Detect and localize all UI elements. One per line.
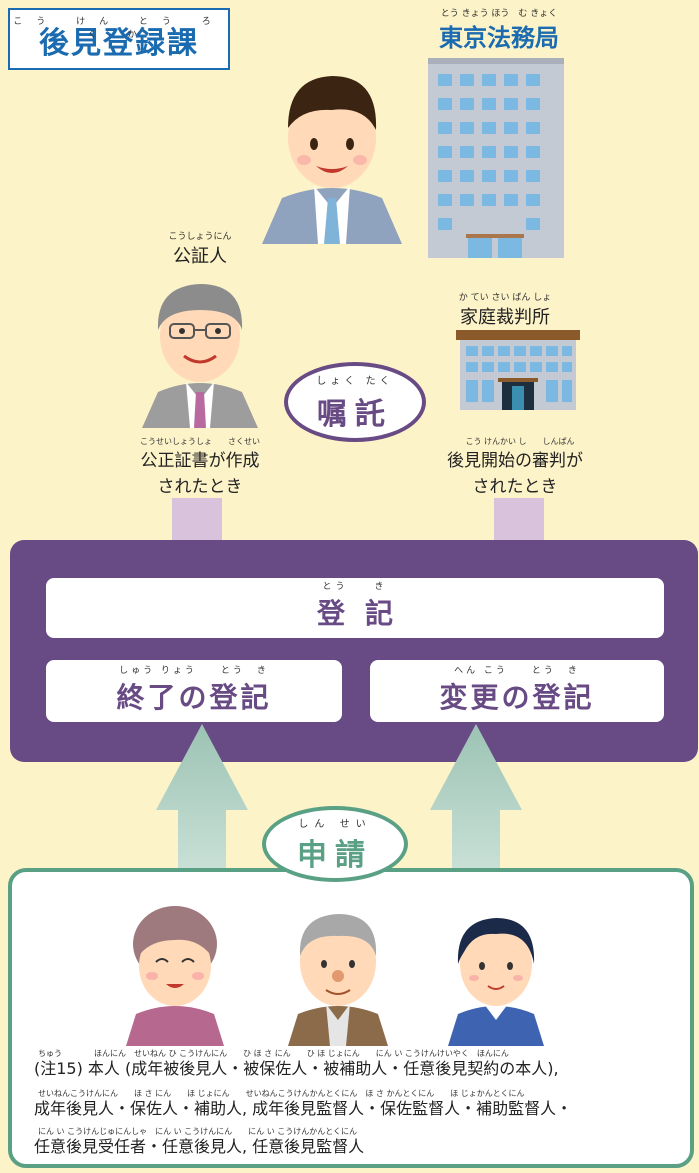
- court-building-icon: [456, 330, 580, 410]
- termination-registration-box: しゅう りょう とう き 終了の登記: [46, 660, 342, 722]
- note-line3-ruby: にん い こうけんじゅにんしゃ にん い こうけんにん にん い こうけんかんと…: [38, 1127, 358, 1136]
- commission-ruby: しょく たく: [316, 375, 394, 387]
- note-line1-ruby: ちゅう ほんにん せいねん ひ こうけんにん ひ ほ さ にん ひ ほ じょにん…: [38, 1049, 509, 1058]
- commission-badge: しょく たく 嘱託: [284, 362, 426, 442]
- bureau-building-icon: [428, 58, 564, 258]
- notary-illustration: [142, 284, 258, 428]
- registration-panel: [10, 540, 698, 762]
- notary-ruby: こうしょうにん: [168, 232, 232, 242]
- commission-label: 嘱託: [317, 396, 393, 432]
- principal-woman-illustration: [126, 906, 224, 1046]
- application-label: 申請: [297, 837, 373, 873]
- court-condition-line1: 後見開始の審判が: [447, 451, 583, 471]
- note-line2-ruby: せいねんこうけんにん ほ さ にん ほ じょにん せいねんこうけんかんとくにん …: [38, 1089, 525, 1098]
- registration-main-label: 登記: [316, 597, 413, 630]
- note-line2: 成年後見人・保佐人・補助人, 成年後見監督人・保佐監督人・補助監督人・: [34, 1099, 573, 1118]
- department-ruby: こう けん とう ろく か: [13, 17, 225, 40]
- change-ruby: へん こう とう き: [454, 666, 580, 676]
- notary-condition-line2: されたとき: [157, 477, 243, 497]
- court-condition-line2: されたとき: [472, 477, 558, 497]
- notary-condition-line1: 公正証書が作成: [140, 451, 260, 471]
- application-arrow-left: [156, 724, 248, 870]
- change-label: 変更の登記: [439, 681, 595, 714]
- registration-main-ruby: とう き: [322, 582, 388, 592]
- note-line1: (注15) 本人 (成年被後見人・被保佐人・被補助人・任意後見契約の本人),: [34, 1059, 559, 1078]
- official-illustration: [262, 76, 402, 244]
- guardian-woman-illustration: [448, 918, 544, 1046]
- termination-ruby: しゅう りょう とう き: [119, 666, 269, 676]
- department-label-box: こう けん とう ろく か 後見登録課: [8, 8, 230, 70]
- registration-main-box: とう き 登記: [46, 578, 664, 638]
- bureau-ruby: とう きょう ほう む きょく: [440, 9, 558, 19]
- termination-label: 終了の登記: [116, 681, 272, 714]
- application-badge: しん せい 申請: [262, 806, 408, 882]
- department-title: 後見登録課: [39, 26, 199, 61]
- court-ruby: か てい さい ばん しょ: [458, 293, 552, 303]
- notary-condition: 公正証書が作成 されたとき: [110, 448, 290, 500]
- court-label: 家庭裁判所: [460, 307, 550, 328]
- application-ruby: しん せい: [298, 818, 372, 830]
- note-line3: 任意後見受任者・任意後見人, 任意後見監督人: [34, 1137, 365, 1156]
- notary-label: 公証人: [173, 246, 227, 267]
- court-condition: 後見開始の審判が されたとき: [420, 448, 610, 500]
- application-arrow-right: [430, 724, 522, 870]
- court-condition-ruby: こう けんかい し しんぱん: [465, 437, 575, 446]
- elderly-man-illustration: [288, 914, 388, 1046]
- bureau-title: 東京法務局: [439, 24, 559, 52]
- notary-condition-ruby: こうせいしょうしょ さくせい: [140, 437, 260, 446]
- change-registration-box: へん こう とう き 変更の登記: [370, 660, 664, 722]
